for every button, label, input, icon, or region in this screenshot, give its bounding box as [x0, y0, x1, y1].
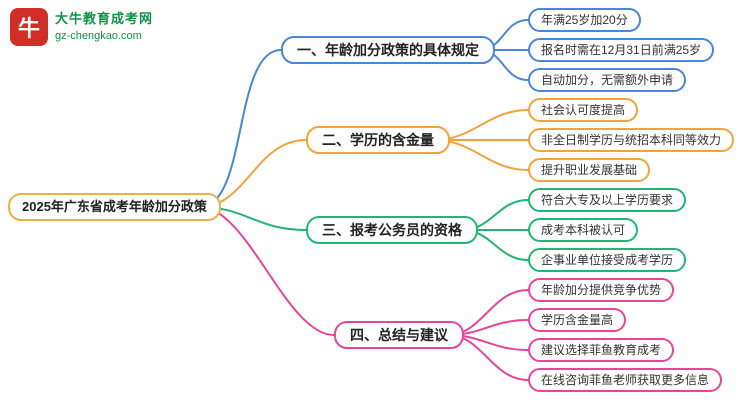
branch-2-node: 二、学历的含金量	[306, 126, 450, 154]
leaf-node: 非全日制学历与统招本科同等效力	[528, 128, 735, 152]
leaf-node: 提升职业发展基础	[528, 158, 651, 182]
leaf-node: 在线咨询菲鱼老师获取更多信息	[528, 368, 723, 392]
root-node: 2025年广东省成考年龄加分政策	[8, 193, 221, 221]
site-logo: 牛 大牛教育成考网 gz-chengkao.com	[10, 8, 153, 46]
site-name: 大牛教育成考网	[55, 11, 154, 26]
leaf-node: 企事业单位接受成考学历	[528, 248, 687, 272]
leaf-node: 建议选择菲鱼教育成考	[528, 338, 675, 362]
leaf-node: 成考本科被认可	[528, 218, 639, 242]
leaf-node: 符合大专及以上学历要求	[528, 188, 687, 212]
leaf-node: 学历含金量高	[528, 308, 627, 332]
branch-3-node: 三、报考公务员的资格	[306, 216, 478, 244]
leaf-node: 报名时需在12月31日前满25岁	[528, 38, 715, 62]
leaf-node: 自动加分，无需额外申请	[528, 68, 687, 92]
site-domain: gz-chengkao.com	[55, 30, 142, 42]
leaf-node: 社会认可度提高	[528, 98, 639, 122]
branch-1-node: 一、年龄加分政策的具体规定	[281, 36, 495, 64]
leaf-node: 年龄加分提供竞争优势	[528, 278, 675, 302]
branch-4-node: 四、总结与建议	[334, 321, 464, 349]
logo-text-block: 大牛教育成考网 gz-chengkao.com	[55, 8, 153, 43]
leaf-node: 年满25岁加20分	[528, 8, 641, 32]
bull-logo-icon: 牛	[10, 8, 48, 46]
connector-root-branch1	[199, 49, 282, 208]
